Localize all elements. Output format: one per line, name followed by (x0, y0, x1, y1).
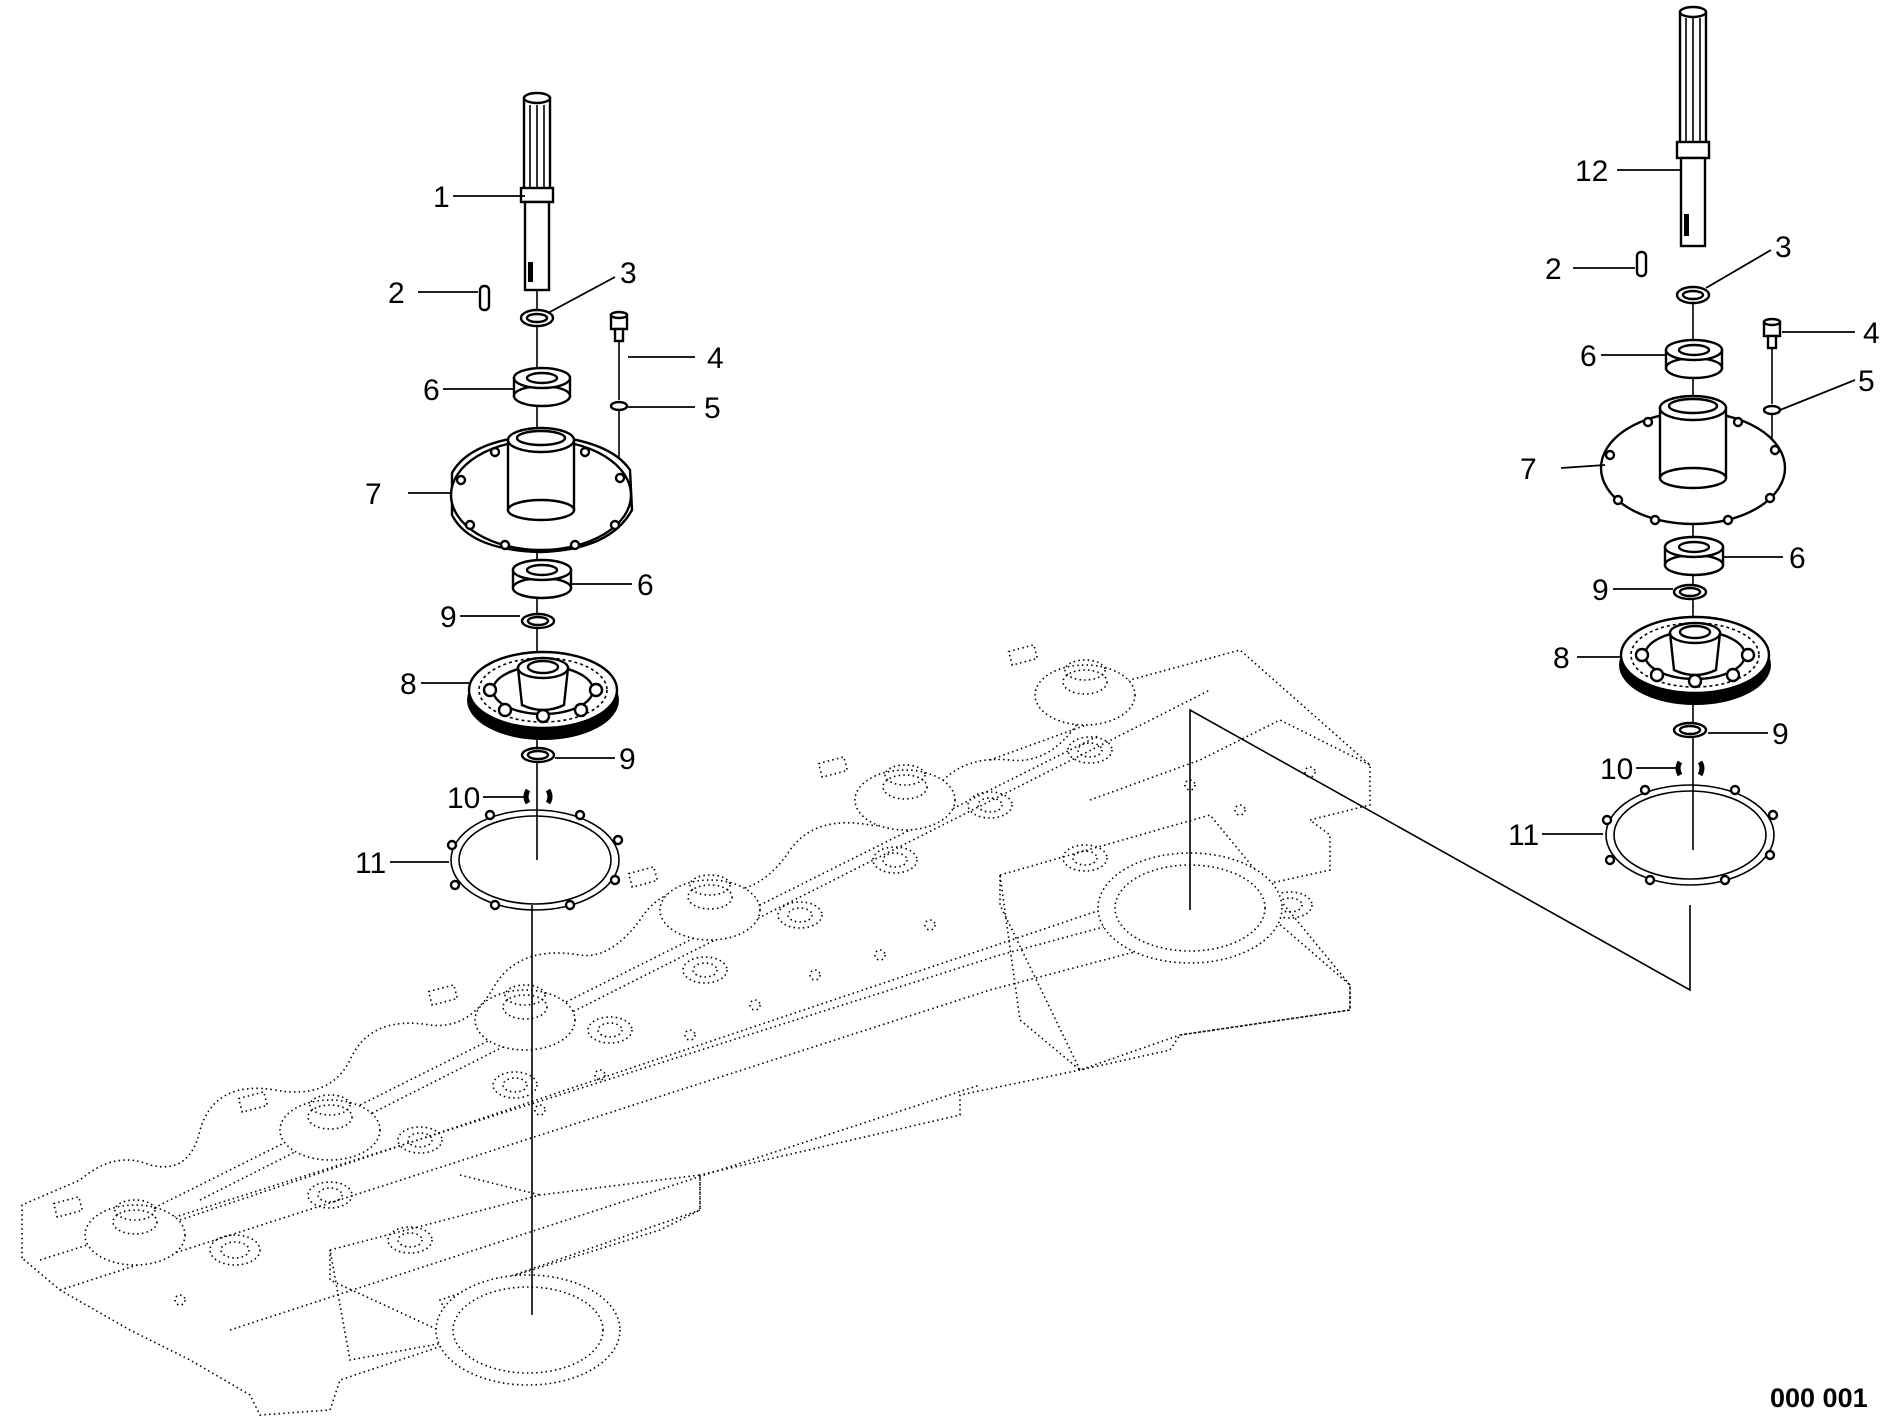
label-6b-right: 6 (1789, 542, 1806, 575)
right-assembly (1189, 5, 1787, 992)
frame-disc-hubs (84, 659, 1136, 1266)
label-5: 5 (704, 392, 721, 425)
left-bearing-housing (449, 426, 634, 554)
leader-lines (390, 169, 1856, 863)
hub-5 (854, 764, 956, 831)
cutter-bar-frame (21, 643, 1371, 1416)
frame-bolts (174, 766, 1316, 1306)
label-9: 9 (440, 601, 457, 634)
frame-idler-gears (209, 736, 1313, 1266)
label-1: 1 (433, 181, 450, 214)
left-gearbox-opening (435, 1274, 621, 1386)
label-6: 6 (423, 374, 440, 407)
left-bearing-upper (512, 366, 572, 408)
hub-2 (279, 1094, 381, 1161)
left-gear (467, 650, 619, 740)
label-2-right: 2 (1545, 253, 1562, 286)
hub-6 (1034, 659, 1136, 726)
right-bearing-upper (1664, 338, 1724, 380)
label-3: 3 (620, 257, 637, 290)
hub-1 (84, 1199, 186, 1266)
left-gasket (446, 809, 624, 911)
hub-4 (659, 874, 761, 941)
hub-3 (474, 984, 576, 1051)
frame-right-block (999, 719, 1371, 1071)
frame-slots (52, 643, 1039, 1219)
label-10: 10 (447, 782, 480, 815)
label-9b-right: 9 (1772, 718, 1789, 751)
label-6-right: 6 (1580, 340, 1597, 373)
left-ring-9-upper (520, 612, 556, 630)
gearbox-openings (435, 852, 1283, 1386)
label-7-right: 7 (1520, 453, 1537, 486)
label-4: 4 (707, 342, 724, 375)
label-12: 12 (1575, 155, 1608, 188)
label-6b: 6 (637, 569, 654, 602)
label-7: 7 (365, 478, 382, 511)
label-8-right: 8 (1553, 642, 1570, 675)
right-connection-line (1189, 708, 1691, 992)
right-circlip-3 (1675, 285, 1711, 305)
right-ring-9-lower (1672, 721, 1708, 739)
right-gasket (1601, 784, 1779, 886)
right-bearing-lower (1663, 535, 1725, 577)
label-10-right: 10 (1600, 753, 1633, 786)
left-ring-9-lower (520, 746, 556, 764)
label-11: 11 (355, 847, 386, 880)
right-split-ring (1675, 760, 1705, 777)
frame-left-block (329, 1174, 701, 1361)
label-5-right: 5 (1858, 365, 1875, 398)
label-4-right: 4 (1863, 317, 1880, 350)
label-3-right: 3 (1775, 231, 1792, 264)
label-9b: 9 (619, 743, 636, 776)
label-11-right: 11 (1508, 819, 1539, 852)
right-bearing-housing (1599, 394, 1787, 526)
left-key (478, 284, 491, 312)
right-shaft (1675, 5, 1711, 248)
left-bolt (609, 310, 629, 343)
left-washer (609, 400, 629, 412)
label-8: 8 (400, 668, 417, 701)
right-washer (1762, 404, 1782, 416)
left-split-ring (523, 788, 553, 805)
right-ring-9-upper (1672, 583, 1708, 601)
right-bolt (1762, 317, 1782, 350)
right-labels: 12 2 3 4 5 6 7 6 9 8 9 10 11 (1508, 155, 1880, 852)
left-bearing-lower (511, 558, 573, 600)
left-shaft (519, 91, 555, 292)
left-assembly (446, 91, 634, 1315)
right-gear (1619, 615, 1771, 705)
drawing-code: 000 001 (1770, 1383, 1868, 1413)
left-labels: 1 2 3 4 5 6 7 6 9 8 9 10 11 (355, 181, 724, 880)
right-key (1635, 250, 1648, 278)
frame-front-beam (39, 889, 1241, 1331)
left-circlip-3 (519, 308, 555, 328)
label-9-right: 9 (1592, 574, 1609, 607)
frame-outline (21, 649, 1371, 1416)
label-2: 2 (388, 277, 405, 310)
